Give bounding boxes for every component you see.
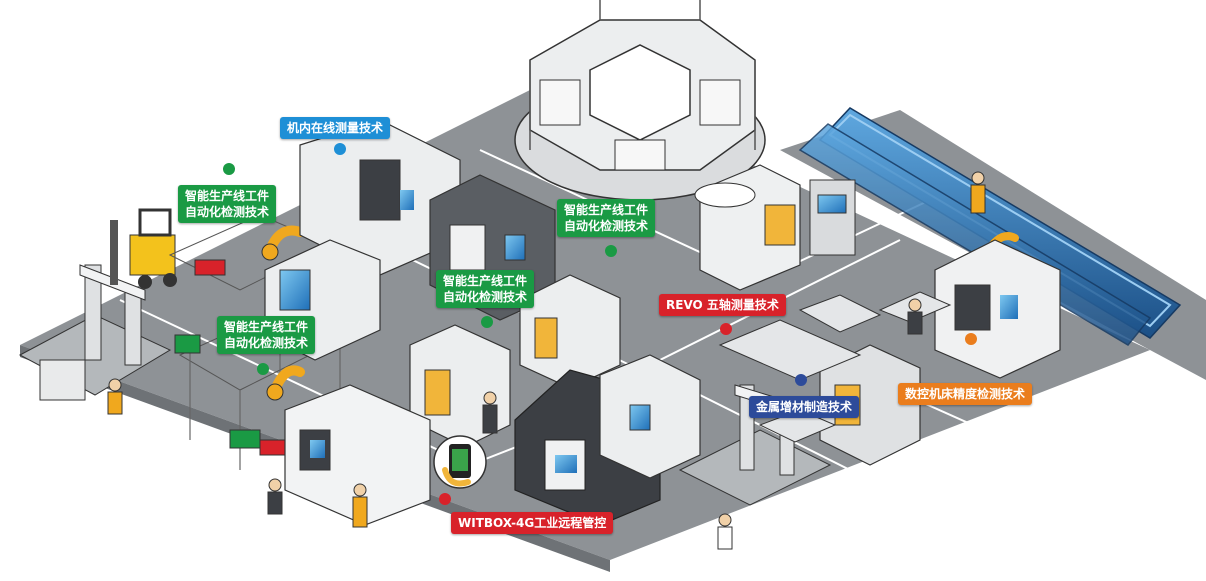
label-production-d-line2: 自动化检测技术 bbox=[224, 336, 309, 350]
label-witbox-text: WITBOX-4G工业远程管控 bbox=[458, 516, 607, 530]
label-inline-measure-text: 机内在线测量技术 bbox=[287, 121, 384, 135]
marker-dot-production-c bbox=[481, 316, 493, 328]
label-cnc-accuracy-text: 数控机床精度检测技术 bbox=[905, 387, 1026, 401]
label-production-c: 智能生产线工件 自动化检测技术 bbox=[436, 270, 535, 308]
label-production-c-line1: 智能生产线工件 bbox=[443, 274, 528, 288]
robot-cell-fences bbox=[168, 214, 342, 470]
label-production-b-line2: 自动化检测技术 bbox=[564, 219, 649, 233]
marker-dot-inline-measure bbox=[334, 143, 346, 155]
label-additive-text: 金属增材制造技术 bbox=[756, 400, 853, 414]
label-cnc-accuracy: 数控机床精度检测技术 bbox=[898, 383, 1033, 405]
smartphone-hand-icon bbox=[433, 435, 487, 489]
label-production-b: 智能生产线工件 自动化检测技术 bbox=[557, 199, 656, 237]
label-witbox: WITBOX-4G工业远程管控 bbox=[451, 512, 614, 534]
operators bbox=[107, 171, 986, 550]
marker-dot-additive bbox=[795, 374, 807, 386]
label-additive: 金属增材制造技术 bbox=[749, 396, 860, 418]
white-robot-cell bbox=[694, 164, 856, 291]
label-production-c-line2: 自动化检测技术 bbox=[443, 290, 528, 304]
marker-dot-revo bbox=[720, 323, 732, 335]
marker-dot-witbox bbox=[439, 493, 451, 505]
label-production-a-line1: 智能生产线工件 bbox=[185, 189, 270, 203]
label-production-a-line2: 自动化检测技术 bbox=[185, 205, 270, 219]
label-production-d: 智能生产线工件 自动化检测技术 bbox=[217, 316, 316, 354]
forklift bbox=[110, 208, 177, 289]
label-revo-text: REVO 五轴测量技术 bbox=[666, 298, 779, 312]
label-production-a: 智能生产线工件 自动化检测技术 bbox=[178, 185, 277, 223]
marker-dot-production-d bbox=[257, 363, 269, 375]
marker-dot-production-b bbox=[605, 245, 617, 257]
marker-dot-cnc-accuracy bbox=[965, 333, 977, 345]
marker-dot-production-a bbox=[223, 163, 235, 175]
label-production-b-line1: 智能生产线工件 bbox=[564, 203, 649, 217]
label-production-d-line1: 智能生产线工件 bbox=[224, 320, 309, 334]
left-cmm bbox=[18, 264, 172, 401]
label-revo: REVO 五轴测量技术 bbox=[659, 294, 786, 316]
label-inline-measure: 机内在线测量技术 bbox=[280, 117, 391, 139]
rotary-machining-center bbox=[514, 0, 766, 201]
